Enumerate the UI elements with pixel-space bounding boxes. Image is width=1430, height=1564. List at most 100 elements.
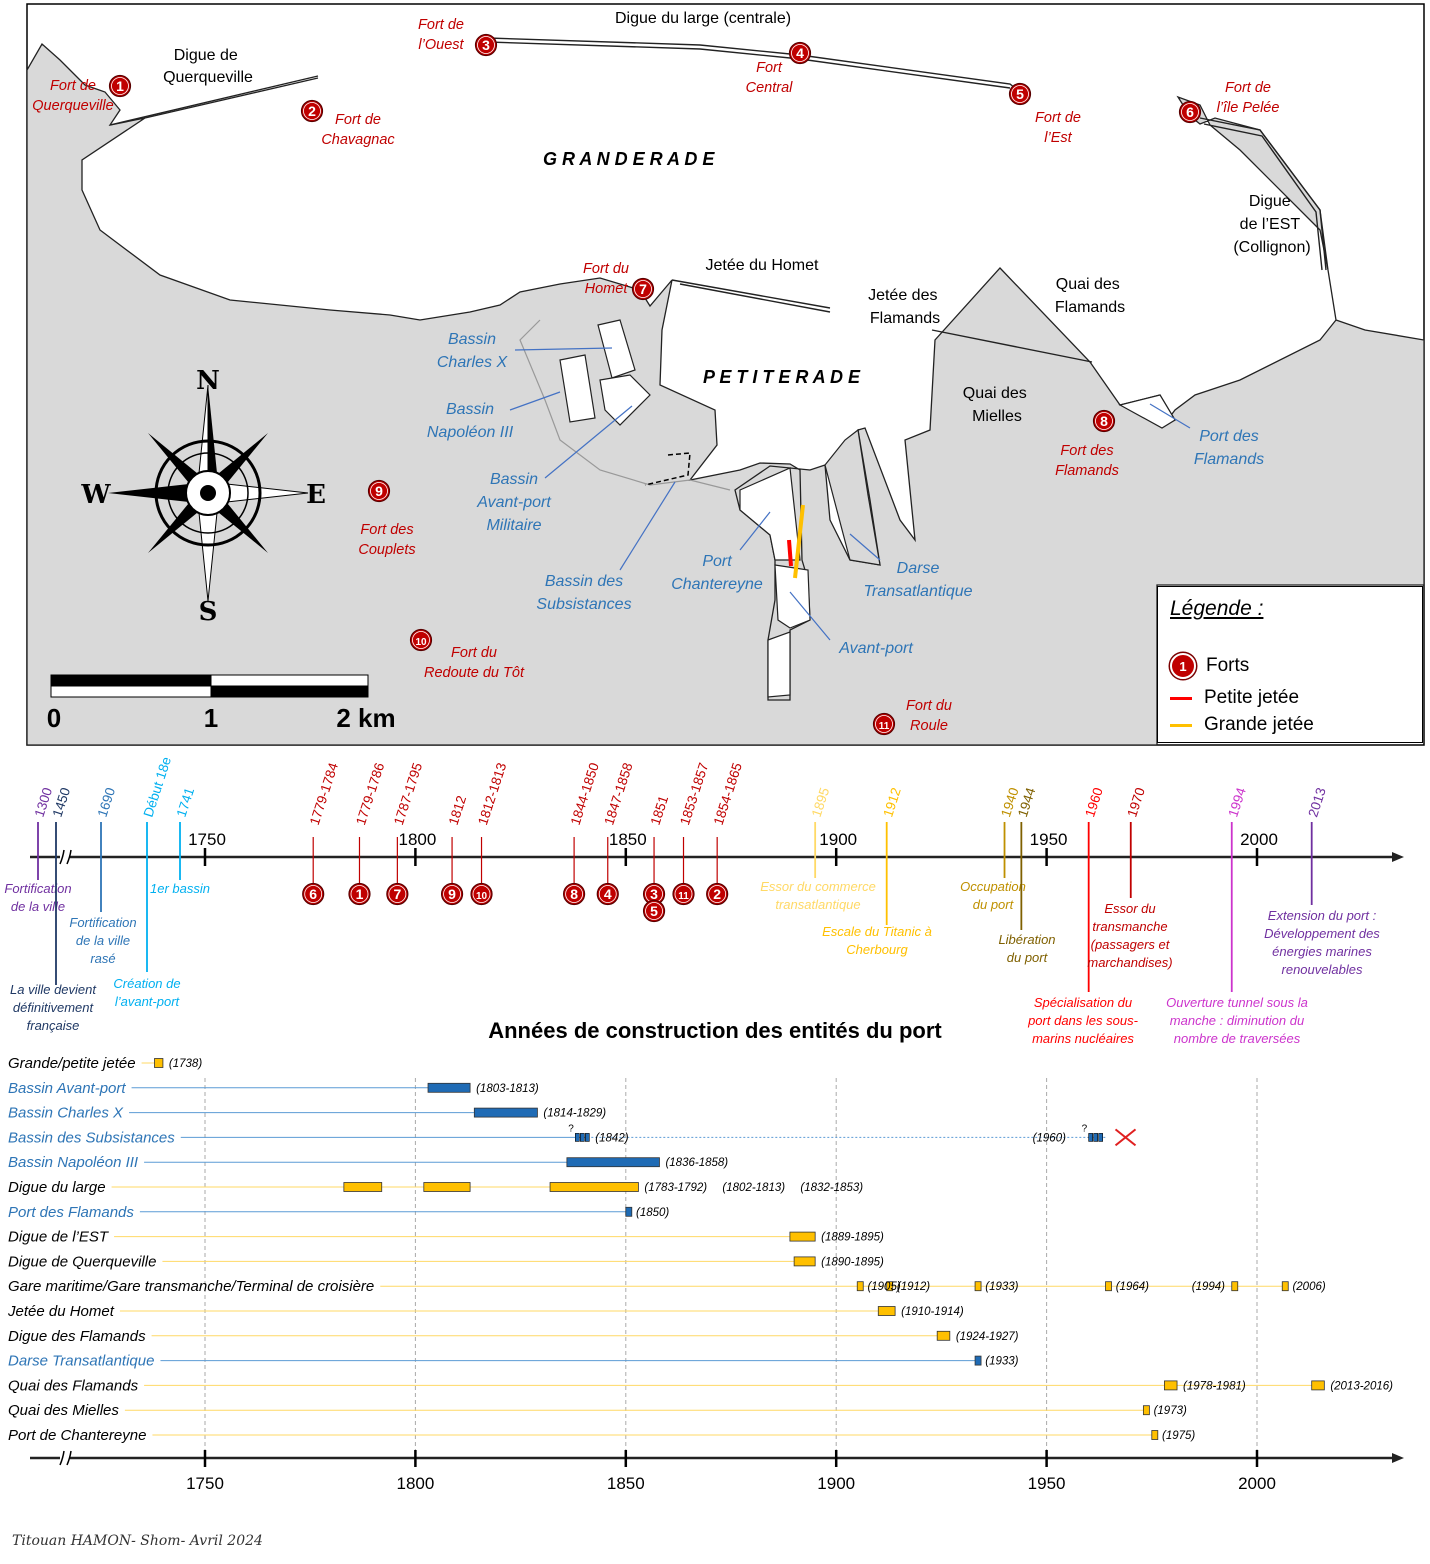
petite-jetee-line: [787, 539, 793, 567]
gantt-label: (1994): [1192, 1281, 1225, 1293]
gantt-bar: [473, 1107, 538, 1118]
digue-querqueville-label: Digue de Querqueville: [163, 47, 253, 86]
gantt-bar: [343, 1182, 383, 1192]
fort-event-marker: 9: [440, 882, 464, 906]
axis-tick-1750: 1750: [188, 830, 226, 849]
event-date: Début 18e: [141, 755, 175, 819]
fort-number: 7: [393, 886, 401, 902]
fort-event-date: 1787-1795: [391, 761, 425, 827]
gantt-label: (1910-1914): [901, 1306, 964, 1318]
gantt-label: (1889-1895): [821, 1232, 884, 1244]
gantt-label: (1783-1792): [644, 1182, 707, 1194]
gantt-label: (1978-1981): [1183, 1380, 1246, 1392]
fort-event-6: 1779-1784 6: [302, 760, 341, 906]
fort-event-marker: 6: [302, 882, 325, 906]
petite-rade-label: P E T I T E R A D E: [703, 367, 861, 387]
fort-number: 1: [356, 886, 364, 902]
legend-grande-label: Grande jetée: [1204, 714, 1314, 735]
legend-forts-label: Forts: [1206, 655, 1250, 676]
fort-event-marker: 8: [562, 882, 586, 906]
fort-number: 8: [1100, 413, 1108, 429]
gantt-row: Grande/petite jetée(1738): [8, 1055, 202, 1072]
jetee-homet-label: Jetée du Homet: [706, 257, 820, 274]
legend: Légende : 1 Forts Petite jetée Grande je…: [1157, 586, 1423, 743]
fort-number: 6: [1186, 104, 1194, 120]
gantt-label: (1960): [1033, 1132, 1066, 1144]
gantt-bar: [1093, 1133, 1098, 1142]
gantt-bar: [886, 1281, 894, 1292]
event-date: 1690: [95, 786, 119, 819]
gantt-bar: [585, 1133, 590, 1142]
gantt-row-name: Quai des Flamands: [8, 1377, 139, 1394]
fort-event-date: 1779-1784: [307, 760, 341, 827]
chart-tick-1850: 1850: [607, 1474, 645, 1493]
footer-credit: Titouan HAMON- Shom- Avril 2024: [12, 1533, 263, 1549]
gantt-label: (1924-1927): [956, 1331, 1019, 1343]
legend-petite: Petite jetée: [1170, 687, 1299, 709]
quai-mielles-label: Quai des Mielles: [963, 385, 1032, 425]
gantt-row: Jetée du Homet(1910-1914): [7, 1303, 964, 1320]
gantt-row: Digue du large(1783-1792)(1802-1813)(183…: [8, 1179, 863, 1196]
gantt-bar: [1281, 1281, 1289, 1292]
gantt-bar: [974, 1281, 982, 1292]
land-mass: [26, 42, 1425, 746]
gantt-label: (1890-1895): [821, 1256, 884, 1268]
compass-e: E: [306, 480, 326, 510]
fort-event-marker: 7: [386, 882, 409, 906]
axis-tick-1950: 1950: [1030, 830, 1068, 849]
gantt-label: (1973): [1154, 1405, 1187, 1417]
fort-number: 4: [796, 45, 804, 61]
fort-number: 9: [448, 886, 456, 902]
axis-break: [59, 849, 72, 865]
gantt-row-name: Bassin Charles X: [8, 1105, 124, 1122]
fort-event-marker: 4: [596, 882, 619, 906]
gantt-label: (1738): [169, 1058, 202, 1070]
legend-grande: Grande jetée: [1170, 714, 1314, 736]
gantt-label: (1842): [595, 1132, 628, 1144]
gantt-bar: [1164, 1380, 1178, 1391]
legend-forts: 1 Forts: [1170, 653, 1249, 679]
gantt-label: (1836-1858): [665, 1157, 728, 1169]
fort-marker-2: 2: [300, 99, 324, 123]
fort-event-marker: 11: [672, 882, 695, 906]
fort-marker-1: 1: [108, 74, 132, 98]
fort-marker-10: 10: [409, 628, 433, 652]
gantt-bar: [1151, 1430, 1159, 1440]
digue-est-label: Digue de l’EST (Collignon): [1233, 193, 1310, 256]
fort-event-date: 1812-1813: [475, 761, 509, 827]
gantt-row: Port de Chantereyne(1975): [8, 1427, 1195, 1444]
gantt-label: (1814-1829): [543, 1108, 606, 1120]
fort-number: 11: [879, 721, 890, 732]
gantt-row-name: Bassin Avant-port: [8, 1080, 126, 1097]
gantt-question: ?: [568, 1123, 574, 1134]
fort-event-date: 1779-1786: [353, 761, 387, 827]
gantt-bar: [1088, 1133, 1093, 1142]
fort-marker-5: 5: [1008, 82, 1032, 106]
fort-event-date: 1844-1850: [568, 761, 602, 827]
